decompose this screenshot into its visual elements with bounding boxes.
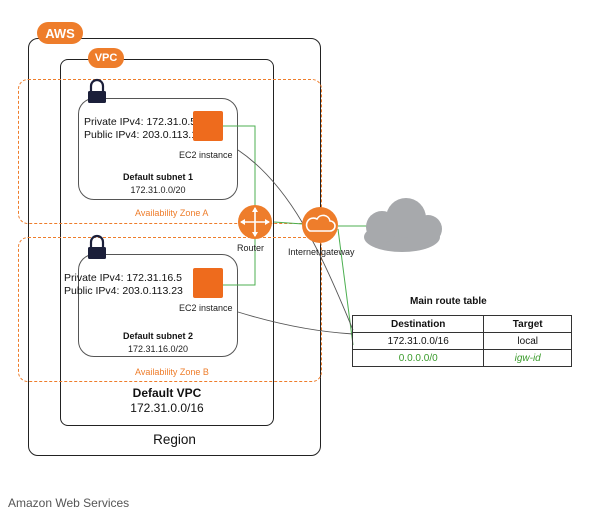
instance1-private-ip: Private IPv4: 172.31.0.5 [84, 116, 197, 128]
route-line-router-igw [273, 221, 304, 225]
ec2-instance-1-label: EC2 instance [179, 150, 233, 160]
az-a-label: Availability Zone A [135, 208, 209, 218]
vpc-cidr: 172.31.0.0/16 [130, 401, 204, 415]
table-row: 172.31.0.0/16 local [351, 332, 572, 350]
route-line-table-green [337, 228, 354, 346]
availability-zone-a [18, 79, 322, 224]
route-target: igw-id [483, 349, 572, 367]
region-label: Region [153, 432, 196, 447]
route-destination: 172.31.0.0/16 [351, 332, 485, 350]
ec2-instance-2-label: EC2 instance [179, 303, 233, 313]
vpc-container [60, 59, 274, 426]
ec2-instance-1-icon [193, 111, 223, 141]
router-label: Router [237, 243, 265, 253]
route-line-instance2 [223, 236, 256, 286]
lock-icon-subnet2 [88, 234, 106, 259]
route-target: local [483, 332, 572, 350]
route-line-subnet2-table [237, 311, 354, 335]
internet-cloud-icon [364, 198, 442, 252]
az-b-label: Availability Zone B [135, 367, 209, 377]
vpc-badge: VPC [88, 48, 124, 68]
route-table-header-row: Destination Target [351, 315, 572, 333]
availability-zone-b [18, 237, 322, 382]
table-row: 0.0.0.0/0 igw-id [351, 349, 572, 367]
main-route-table: Destination Target 172.31.0.0/16 local 0… [351, 315, 572, 367]
instance1-public-ip: Public IPv4: 203.0.113.17 [84, 129, 203, 141]
route-table-header-target: Target [483, 315, 572, 333]
subnet1-title: Default subnet 1 [122, 172, 193, 182]
subnet2-title: Default subnet 2 [122, 331, 193, 341]
vpc-title: Default VPC [132, 386, 202, 400]
image-caption: Amazon Web Services [8, 496, 130, 510]
route-table-header-destination: Destination [351, 315, 485, 333]
subnet2-cidr: 172.31.16.0/20 [127, 344, 189, 354]
ec2-instance-2-icon [193, 268, 223, 298]
instance2-private-ip: Private IPv4: 172.31.16.5 [64, 272, 182, 284]
route-line-instance1 [223, 125, 256, 207]
region-container [28, 38, 321, 456]
route-table-title: Main route table [410, 296, 487, 307]
instance2-public-ip: Public IPv4: 203.0.113.23 [64, 285, 183, 297]
aws-badge: AWS [37, 22, 83, 44]
internet-gateway-icon [302, 207, 338, 243]
subnet1-cidr: 172.31.0.0/20 [130, 185, 186, 195]
route-destination: 0.0.0.0/0 [351, 349, 485, 367]
internet-gateway-label: Internet gateway [288, 247, 355, 257]
router-icon [238, 205, 272, 239]
lock-icon-subnet1 [88, 78, 106, 103]
